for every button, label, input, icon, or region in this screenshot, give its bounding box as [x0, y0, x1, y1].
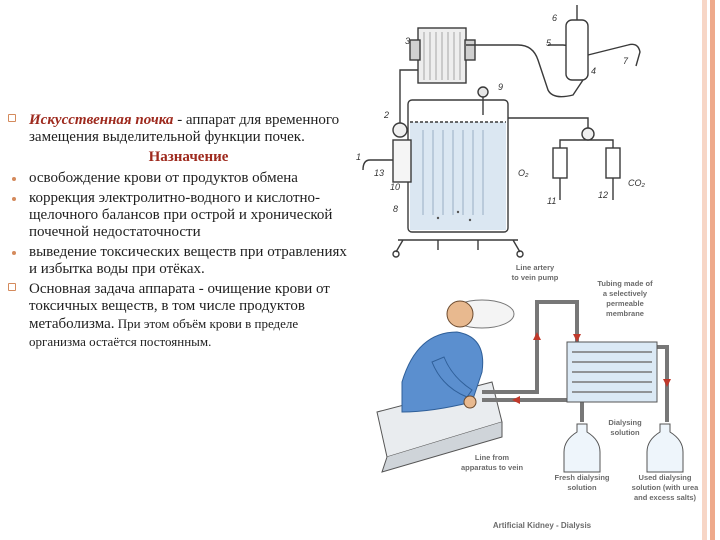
summary-note: При этом объём крови в пределе организма…	[29, 316, 299, 349]
part-number: 2	[383, 110, 389, 120]
tube-top	[466, 44, 584, 98]
patient-arm	[431, 356, 473, 398]
tank-liquid	[410, 122, 506, 230]
decor-stripe-outer	[702, 0, 707, 540]
artery-line	[482, 300, 579, 394]
flow-arrow	[533, 332, 541, 340]
apparatus-diagram: 1 2 3 4 5 6 7 8 9 10 11 12 13 O₂ CO₂	[356, 5, 646, 258]
part-number: 6	[552, 13, 557, 23]
label-tubing: permeable	[606, 299, 644, 308]
used-bottle	[646, 423, 684, 473]
slide-text: Искусственная почка - аппарат для времен…	[8, 112, 348, 354]
gas-label-co2: CO₂	[628, 178, 646, 188]
fresh-bottle	[563, 423, 601, 473]
square-bullet-icon	[8, 114, 16, 122]
part-number: 13	[374, 168, 384, 178]
label-used: solution (with urea	[632, 483, 699, 492]
side-unit	[392, 139, 412, 183]
label-fresh: Fresh dialysing	[554, 473, 609, 482]
dialysis-diagram: Line artery to vein pump Tubing made of …	[376, 263, 699, 530]
label-used: and excess salts)	[634, 493, 697, 502]
bubble-trap	[565, 19, 589, 81]
label-line-artery: to vein pump	[512, 273, 559, 282]
tank-stand	[395, 239, 521, 253]
list-item: выведение токсических веществ при отравл…	[8, 244, 348, 278]
label-fresh: solution	[567, 483, 597, 492]
outlet-tube	[587, 43, 641, 67]
diagram-caption: Artificial Kidney - Dialysis	[493, 521, 592, 530]
square-bullet-icon	[8, 283, 16, 291]
label-line-from: apparatus to vein	[461, 463, 524, 472]
label-tubing: a selectively	[603, 289, 648, 298]
list-item-text: коррекция электролитно-водного и кислотн…	[29, 190, 333, 240]
gas-line	[508, 117, 589, 130]
part-number: 4	[591, 66, 596, 76]
part-number: 12	[598, 190, 608, 200]
section-heading: Назначение	[148, 149, 229, 165]
flow-arrow	[663, 379, 671, 387]
part-number: 8	[393, 204, 398, 214]
part-number: 11	[547, 196, 556, 206]
label-line-artery: Line artery	[516, 263, 555, 272]
decor-stripe-inner	[710, 0, 715, 540]
intro-term: Искусственная почка	[29, 112, 174, 128]
label-tubing: Tubing made of	[597, 279, 653, 288]
label-line-from: Line from	[475, 453, 509, 462]
dot-bullet-icon	[12, 177, 16, 181]
part-number: 1	[356, 152, 361, 162]
flow-arrow	[573, 334, 581, 342]
part-number: 9	[498, 82, 503, 92]
label-dialysing: solution	[610, 428, 640, 437]
patient-head	[446, 300, 474, 328]
part-number: 3	[405, 36, 410, 46]
intro-text: - аппарат для временного замещения выдел…	[29, 112, 340, 145]
tube-left	[399, 69, 418, 123]
label-dialysing: Dialysing	[608, 418, 642, 427]
intro-paragraph: Искусственная почка - аппарат для времен…	[8, 112, 348, 146]
part-number: 5	[546, 38, 552, 48]
label-used: Used dialysing	[639, 473, 692, 482]
flow-arrow	[512, 396, 520, 404]
pump	[392, 122, 408, 138]
dot-bullet-icon	[12, 251, 16, 255]
summary-text: Основная задача аппарата - очищение кров…	[29, 281, 330, 332]
list-item: освобождение крови от продуктов обмена	[8, 170, 348, 187]
dot-bullet-icon	[12, 197, 16, 201]
summary-paragraph: Основная задача аппарата - очищение кров…	[8, 281, 348, 351]
gas-label-o2: O₂	[518, 168, 529, 178]
label-tubing: membrane	[606, 309, 644, 318]
list-item-text: выведение токсических веществ при отравл…	[29, 244, 347, 277]
part-number: 7	[623, 56, 629, 66]
part-number: 10	[390, 182, 400, 192]
list-item: коррекция электролитно-водного и кислотн…	[8, 190, 348, 241]
coil	[422, 130, 484, 215]
list-item-text: освобождение крови от продуктов обмена	[29, 170, 298, 186]
